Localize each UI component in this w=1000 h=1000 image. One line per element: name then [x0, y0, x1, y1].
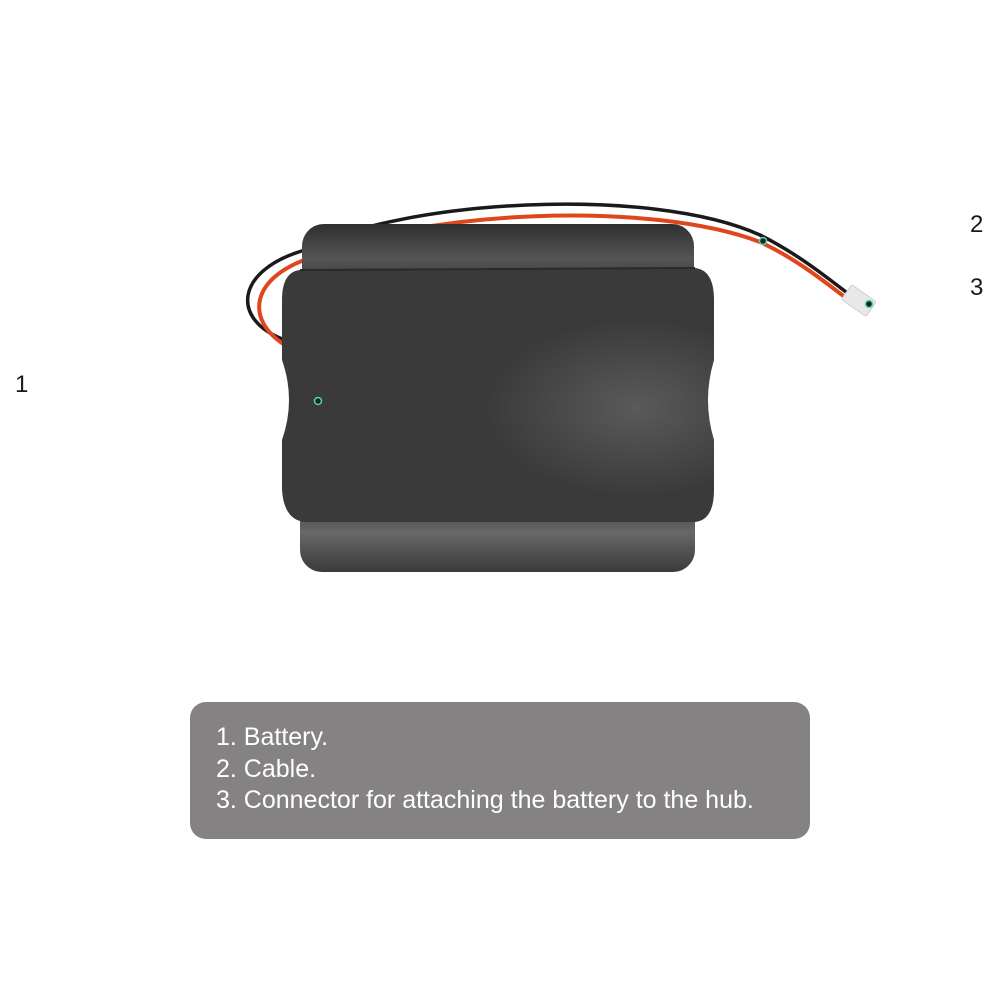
legend-item-cable: 2. Cable.: [216, 754, 317, 783]
callout-number-1: 1: [15, 371, 29, 398]
legend-item-battery: 1. Battery.: [216, 723, 329, 751]
legend-item-connector: 3. Connector for attaching the battery t…: [216, 786, 754, 814]
connector: [841, 284, 876, 317]
cable: [245, 202, 852, 347]
callout-number-3: 3: [970, 274, 984, 301]
legend-box: 1. Battery. 2. Cable. 3. Connector for a…: [190, 702, 810, 839]
callout-line-3: [864, 299, 986, 309]
callout-line-2: [758, 236, 986, 246]
callout-line-1: [16, 396, 323, 406]
battery-pack: [282, 224, 714, 572]
callout-number-2: 2: [970, 211, 984, 238]
